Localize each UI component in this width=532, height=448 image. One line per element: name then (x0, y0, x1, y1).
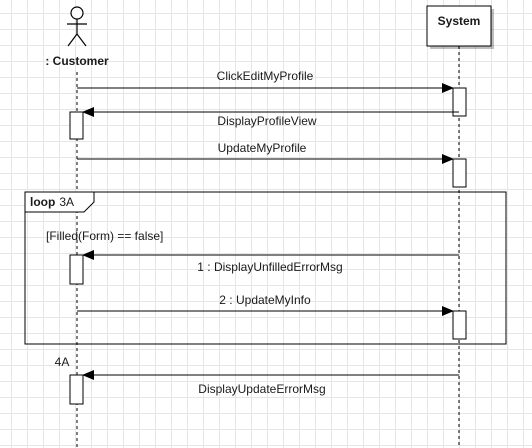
message-label: DisplayUpdateErrorMsg (198, 382, 325, 396)
system-activation-bar (452, 158, 467, 188)
message-display-update-error-msg[interactable]: DisplayUpdateErrorMsg (82, 370, 459, 396)
message-click-edit-my-profile[interactable]: ClickEditMyProfile (77, 69, 454, 93)
customer-activation-bar (69, 254, 84, 285)
message-label: UpdateMyProfile (218, 141, 307, 155)
message-display-unfilled-error-msg[interactable]: 1 : DisplayUnfilledErrorMsg (82, 250, 459, 274)
loop-name: 3A (59, 195, 74, 209)
message-label: 2 : UpdateMyInfo (219, 293, 311, 307)
system-label: System (438, 14, 481, 28)
customer-activation-bar (69, 111, 84, 140)
loop-keyword: loop (30, 195, 55, 209)
customer-activation-bar (69, 374, 84, 405)
loop-guard: [Filled(Form) == false] (46, 229, 163, 243)
stick-figure-icon (67, 6, 87, 47)
loop-heading: loop 3A (30, 195, 74, 209)
alt-flow-label: 4A (55, 355, 70, 369)
system-activation-bar (452, 310, 467, 340)
loop-fragment[interactable]: loop 3A [Filled(Form) == false] (24, 191, 507, 345)
system-box (426, 5, 492, 47)
message-label: ClickEditMyProfile (217, 69, 314, 83)
system-participant[interactable]: System (426, 5, 494, 49)
loop-tab (24, 191, 95, 213)
message-label: DisplayProfileView (217, 114, 316, 128)
message-update-my-profile[interactable]: UpdateMyProfile (77, 141, 454, 164)
message-label: 1 : DisplayUnfilledErrorMsg (197, 260, 342, 274)
customer-actor[interactable]: : Customer (45, 6, 109, 68)
message-update-my-info[interactable]: 2 : UpdateMyInfo (77, 293, 454, 316)
customer-label: : Customer (45, 54, 109, 68)
system-activation-bar (452, 87, 467, 117)
loop-frame (24, 191, 507, 345)
message-display-profile-view[interactable]: DisplayProfileView (82, 107, 459, 128)
